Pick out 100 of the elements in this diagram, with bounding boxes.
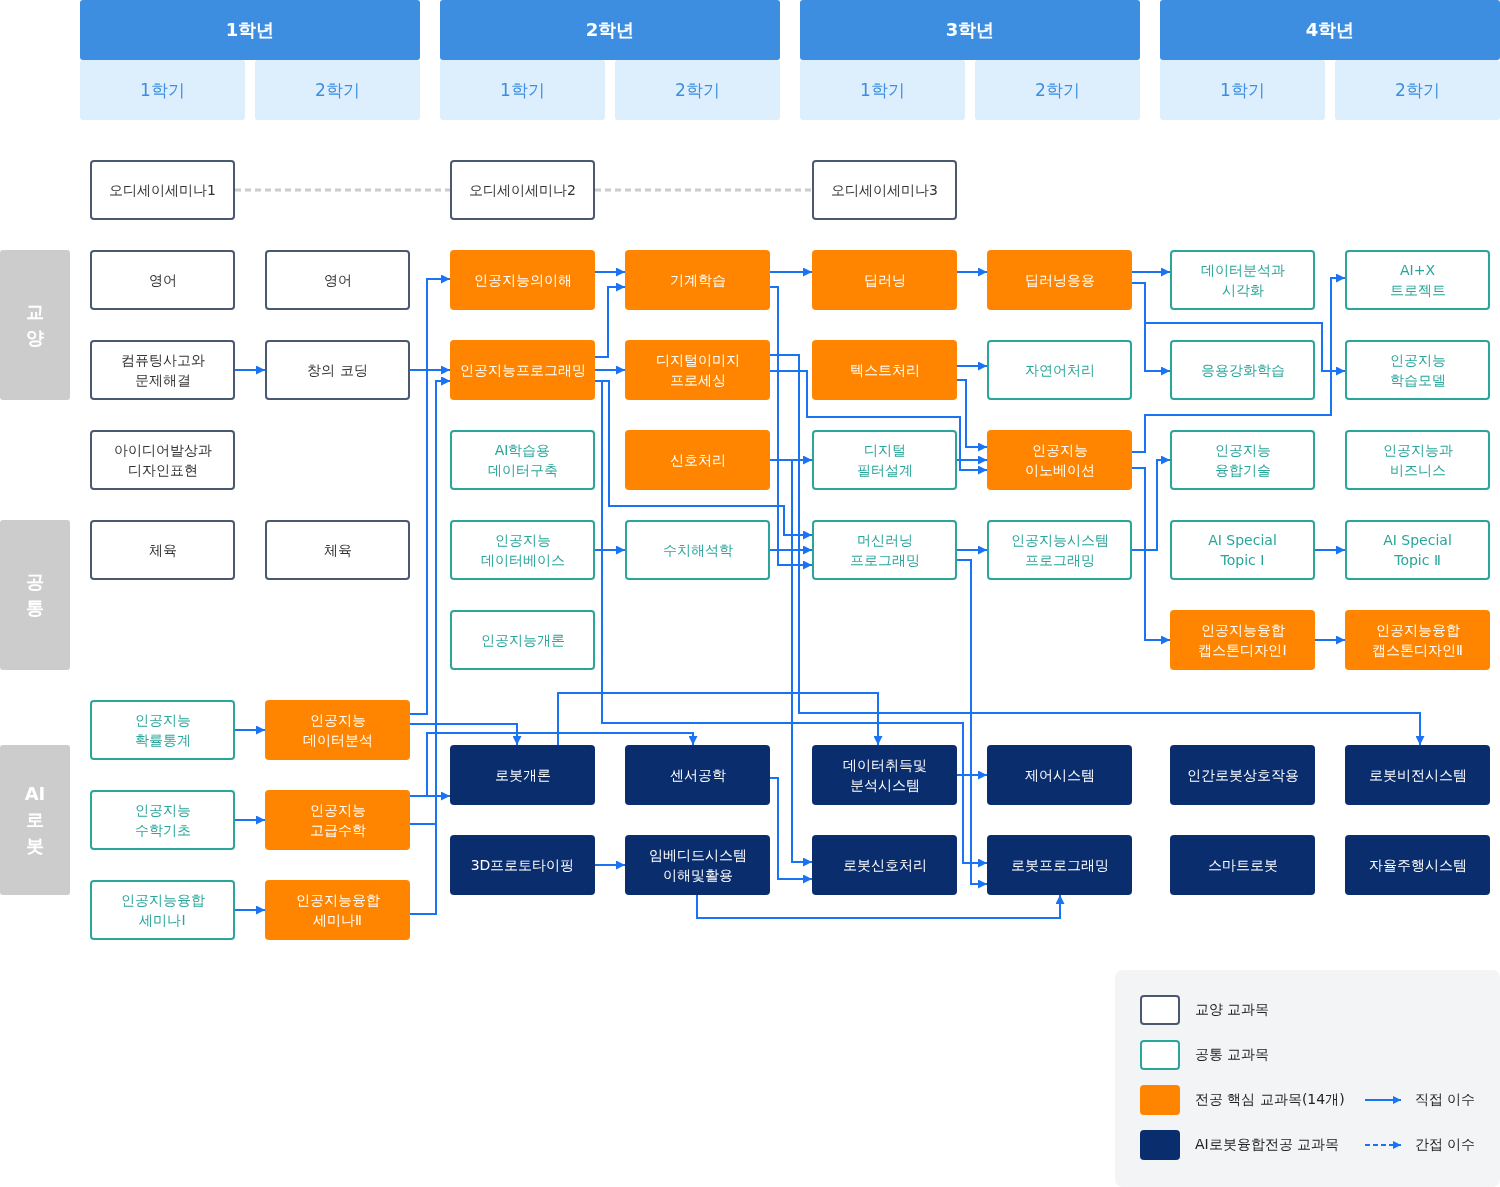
course-box: 임베디드시스템 이해및활용	[625, 835, 770, 895]
course-box: 기계학습	[625, 250, 770, 310]
legend-label: 간접 이수	[1415, 1136, 1476, 1154]
semester-header: 1학기	[800, 60, 965, 120]
arrow	[956, 379, 988, 452]
course-box: 센서공학	[625, 745, 770, 805]
semester-header: 1학기	[440, 60, 605, 120]
course-box: 응용강화학습	[1170, 340, 1315, 400]
course-box: 컴퓨팅사고와 문제해결	[90, 340, 235, 400]
course-box: 디지털 필터설계	[812, 430, 957, 490]
semester-header: 2학기	[615, 60, 780, 120]
course-box: 인공지능 수학기초	[90, 790, 235, 850]
arrow	[769, 370, 988, 475]
course-box: 영어	[90, 250, 235, 310]
course-box: 딥러닝응용	[987, 250, 1132, 310]
arrow	[769, 267, 813, 277]
course-box: 영어	[265, 250, 410, 310]
course-box: 자율주행시스템	[1345, 835, 1490, 895]
course-box: 인공지능융합 캡스톤디자인Ⅰ	[1170, 610, 1315, 670]
course-box: 제어시스템	[987, 745, 1132, 805]
course-box: 텍스트처리	[812, 340, 957, 400]
course-box: 아이디어발상과 디자인표현	[90, 430, 235, 490]
arrow	[696, 894, 1065, 919]
course-box: AI학습용 데이터구축	[450, 430, 595, 490]
semester-header: 1학기	[80, 60, 245, 120]
year-header: 1학년	[80, 0, 420, 60]
course-box: 인공지능 확률통계	[90, 700, 235, 760]
arrow	[409, 365, 451, 375]
arrow	[594, 860, 626, 870]
course-box: 인공지능개론	[450, 610, 595, 670]
course-box: 3D프로토타이핑	[450, 835, 595, 895]
arrow	[1131, 282, 1346, 376]
arrow	[594, 545, 626, 555]
arrow	[956, 361, 988, 371]
course-box: 인공지능 데이터베이스	[450, 520, 595, 580]
legend-label: AI로봇융합전공 교과목	[1195, 1136, 1340, 1154]
course-box: 로봇신호처리	[812, 835, 957, 895]
arrow	[594, 282, 626, 358]
course-box: 로봇비전시스템	[1345, 745, 1490, 805]
course-box: AI Special Topic Ⅱ	[1345, 520, 1490, 580]
course-box: 신호처리	[625, 430, 770, 490]
arrow	[956, 545, 988, 555]
course-box: 스마트로봇	[1170, 835, 1315, 895]
arrow	[956, 455, 988, 465]
legend-label: 교양 교과목	[1195, 1001, 1270, 1019]
arrow	[234, 365, 266, 375]
course-box: 인공지능 학습모델	[1345, 340, 1490, 400]
year-header: 3학년	[800, 0, 1140, 60]
year-header: 2학년	[440, 0, 780, 60]
course-box: 디지털이미지 프로세싱	[625, 340, 770, 400]
year-header: 4학년	[1160, 0, 1500, 60]
course-box: 인공지능프로그래밍	[450, 340, 595, 400]
arrow	[1314, 635, 1346, 645]
course-box: 인공지능융합 세미나Ⅰ	[90, 880, 235, 940]
arrow	[594, 365, 626, 375]
legend-label: 직접 이수	[1415, 1091, 1476, 1109]
arrow	[1131, 455, 1171, 551]
arrow	[234, 905, 266, 915]
connector-line	[235, 188, 450, 192]
course-box: 인공지능 고급수학	[265, 790, 410, 850]
arrow	[1131, 273, 1346, 453]
connector-line	[595, 188, 812, 192]
arrow	[769, 545, 813, 555]
arrow	[409, 274, 451, 715]
course-box: 데이터취득및 분석시스템	[812, 745, 957, 805]
arrow	[956, 267, 988, 277]
course-box: 오디세이세미나2	[450, 160, 595, 220]
course-box: 인공지능 이노베이션	[987, 430, 1132, 490]
course-box: 인간로봇상호작용	[1170, 745, 1315, 805]
course-box: 로봇개론	[450, 745, 595, 805]
arrow	[1314, 545, 1346, 555]
course-box: 오디세이세미나3	[812, 160, 957, 220]
arrow	[409, 376, 451, 915]
semester-header: 2학기	[255, 60, 420, 120]
course-box: 인공지능과 비즈니스	[1345, 430, 1490, 490]
course-box: 자연어처리	[987, 340, 1132, 400]
arrow	[409, 732, 698, 797]
course-box: 머신러닝 프로그래밍	[812, 520, 957, 580]
course-box: 인공지능의이해	[450, 250, 595, 310]
course-box: 로봇프로그래밍	[987, 835, 1132, 895]
arrow	[1131, 267, 1171, 277]
semester-header: 2학기	[975, 60, 1140, 120]
course-box: AI+X 트로젝트	[1345, 250, 1490, 310]
arrow	[557, 692, 883, 746]
arrow	[409, 723, 522, 746]
semester-header: 2학기	[1335, 60, 1500, 120]
course-box: 창의 코딩	[265, 340, 410, 400]
arrow	[1131, 467, 1171, 645]
course-box: 오디세이세미나1	[90, 160, 235, 220]
arrow	[769, 354, 1425, 746]
course-box: 수치해석학	[625, 520, 770, 580]
legend-label: 전공 핵심 교과목(14개)	[1195, 1091, 1345, 1109]
course-box: 데이터분석과 시각화	[1170, 250, 1315, 310]
course-box: 인공지능융합 캡스톤디자인Ⅱ	[1345, 610, 1490, 670]
course-box: AI Special Topic Ⅰ	[1170, 520, 1315, 580]
arrow	[956, 770, 988, 780]
course-box: 인공지능시스템 프로그래밍	[987, 520, 1132, 580]
arrow	[769, 777, 813, 884]
course-box: 딥러닝	[812, 250, 957, 310]
course-box: 인공지능 데이터분석	[265, 700, 410, 760]
